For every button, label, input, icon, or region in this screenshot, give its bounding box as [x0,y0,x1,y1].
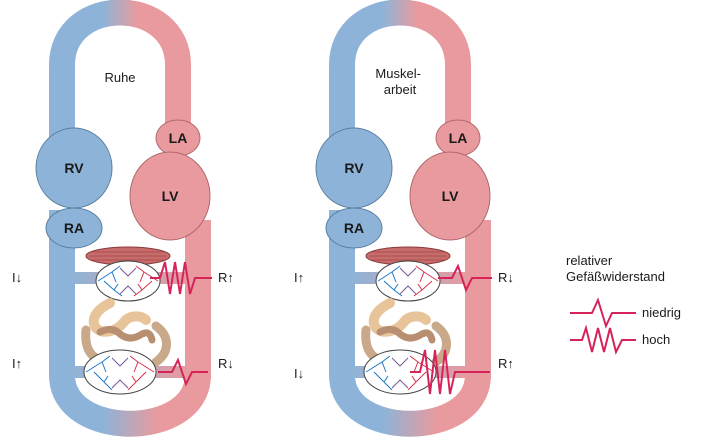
gut-resistance-low [158,357,208,387]
muscle-resistance-label: R↓ [498,270,514,285]
legend-high-icon [570,324,636,355]
muscle-resistance-high [150,261,212,295]
legend: relativer Gefäßwiderstand niedrig hoch [566,253,681,355]
gut-flow-label: I↑ [12,356,22,371]
legend-title: relativer Gefäßwiderstand [566,253,665,284]
legend-low-label: niedrig [642,305,681,320]
muscle-flow-label: I↑ [294,270,304,285]
rv-label: RV [344,160,364,176]
lv-label: LV [442,188,460,204]
rv-label: RV [64,160,84,176]
lv-label: LV [162,188,180,204]
legend-low-icon [570,297,636,329]
ra-label: RA [64,220,84,236]
state-label: Ruhe [104,70,135,85]
muscle-flow-label: I↓ [12,270,22,285]
state-label: Muskel- arbeit [375,66,424,97]
ra-label: RA [344,220,364,236]
muscle-resistance-low [438,263,492,293]
panel-rest: Ruhe RV RA LA LV I↓ R↑ I↑ R↓ [12,13,234,424]
la-label: LA [169,130,188,146]
gut-resistance-label: R↑ [498,356,514,371]
legend-high-label: hoch [642,332,670,347]
la-label: LA [449,130,468,146]
gut-resistance-high [410,349,490,395]
gut-flow-label: I↓ [294,366,304,381]
panel-exercise: Muskel- arbeit RV RA LA LV I↑ R↓ I↓ R↑ [294,13,514,424]
muscle-resistance-label: R↑ [218,270,234,285]
gut-resistance-label: R↓ [218,356,234,371]
